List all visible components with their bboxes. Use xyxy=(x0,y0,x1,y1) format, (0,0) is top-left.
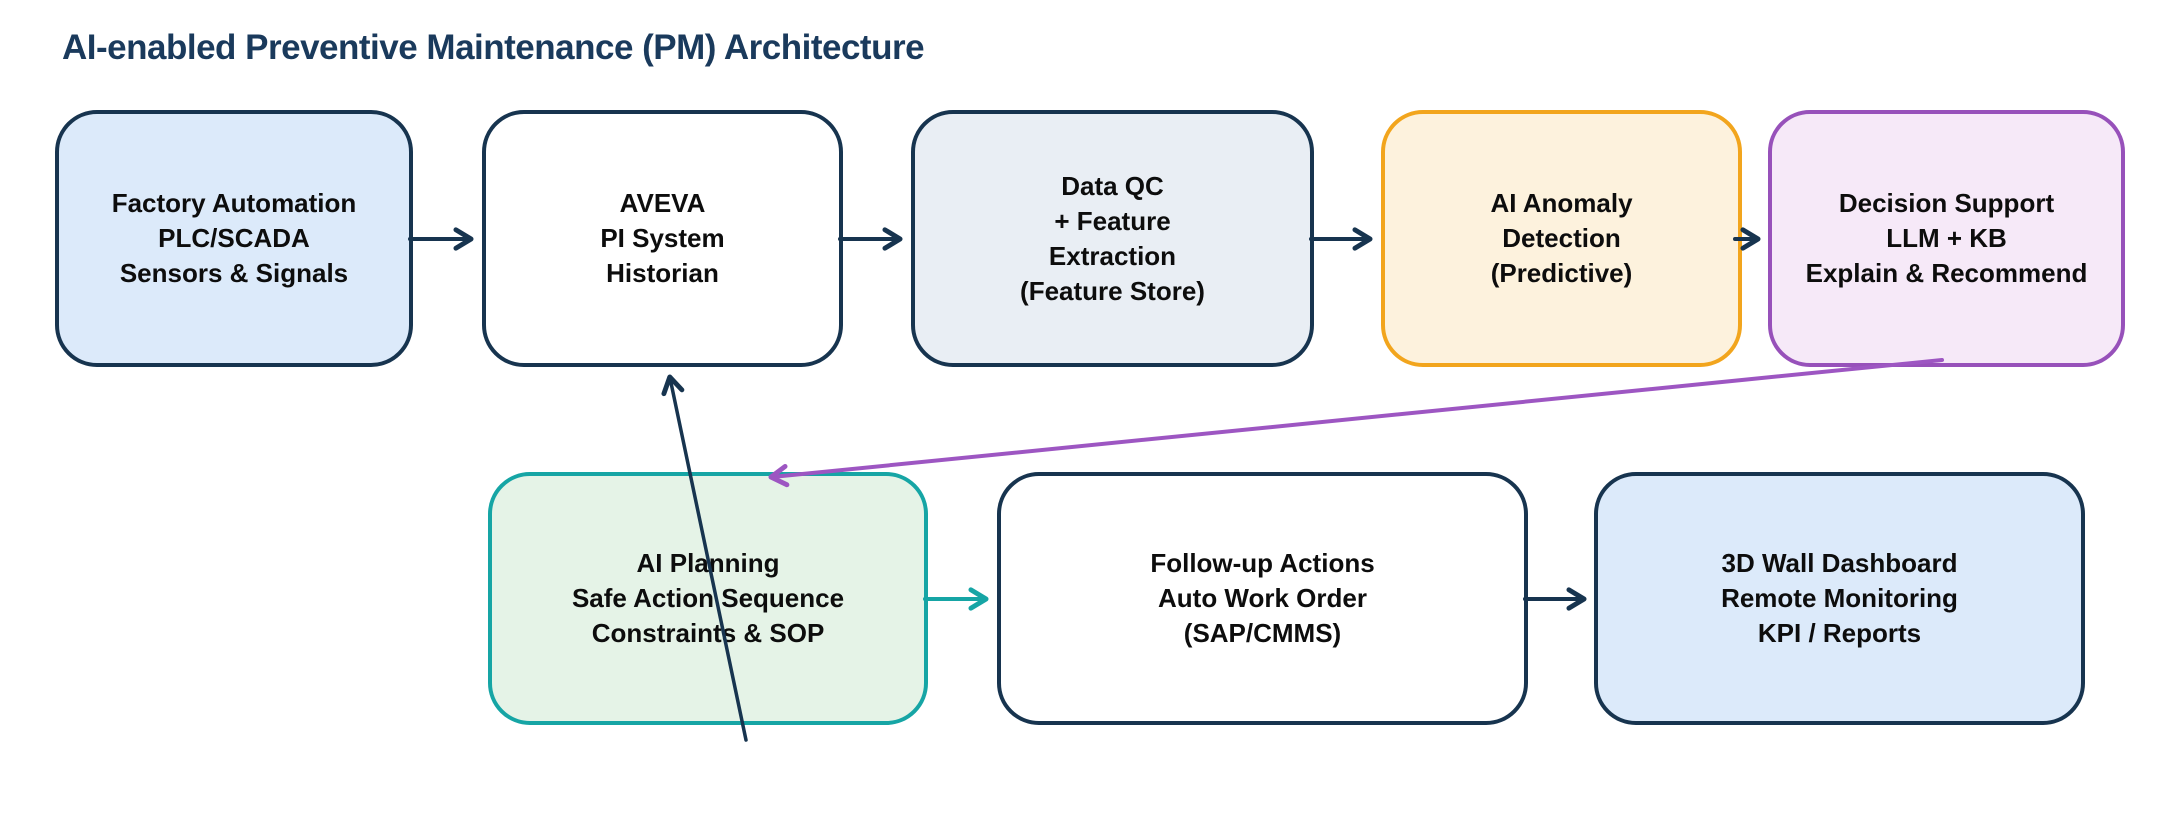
node-ai-anomaly-label: AI Anomaly Detection (Predictive) xyxy=(1490,188,1633,288)
node-decision-support: Decision Support LLM + KB Explain & Reco… xyxy=(1768,110,2125,367)
node-ai-planning-label: AI Planning Safe Action Sequence Constra… xyxy=(571,548,845,648)
node-pi-historian-label: AVEVA PI System Historian xyxy=(600,188,725,288)
diagram-title: AI-enabled Preventive Maintenance (PM) A… xyxy=(62,28,925,67)
node-factory-automation-label: Factory Automation PLC/SCADA Sensors & S… xyxy=(111,188,357,288)
node-decision-support-label: Decision Support LLM + KB Explain & Reco… xyxy=(1805,188,2088,288)
arrow-decision-to-planning xyxy=(768,358,1944,488)
node-data-qc: Data QC + Feature Extraction (Feature St… xyxy=(911,110,1314,367)
node-data-qc-label: Data QC + Feature Extraction (Feature St… xyxy=(1020,170,1205,306)
node-follow-up-actions-label: Follow-up Actions Auto Work Order (SAP/C… xyxy=(1150,548,1375,648)
node-factory-automation: Factory Automation PLC/SCADA Sensors & S… xyxy=(55,110,413,367)
node-ai-anomaly: AI Anomaly Detection (Predictive) xyxy=(1381,110,1742,367)
node-wall-dashboard: 3D Wall Dashboard Remote Monitoring KPI … xyxy=(1594,472,2085,725)
node-wall-dashboard-label: 3D Wall Dashboard Remote Monitoring KPI … xyxy=(1721,548,1958,648)
node-ai-planning: AI Planning Safe Action Sequence Constra… xyxy=(488,472,928,725)
node-follow-up-actions: Follow-up Actions Auto Work Order (SAP/C… xyxy=(997,472,1528,725)
node-pi-historian: AVEVA PI System Historian xyxy=(482,110,843,367)
